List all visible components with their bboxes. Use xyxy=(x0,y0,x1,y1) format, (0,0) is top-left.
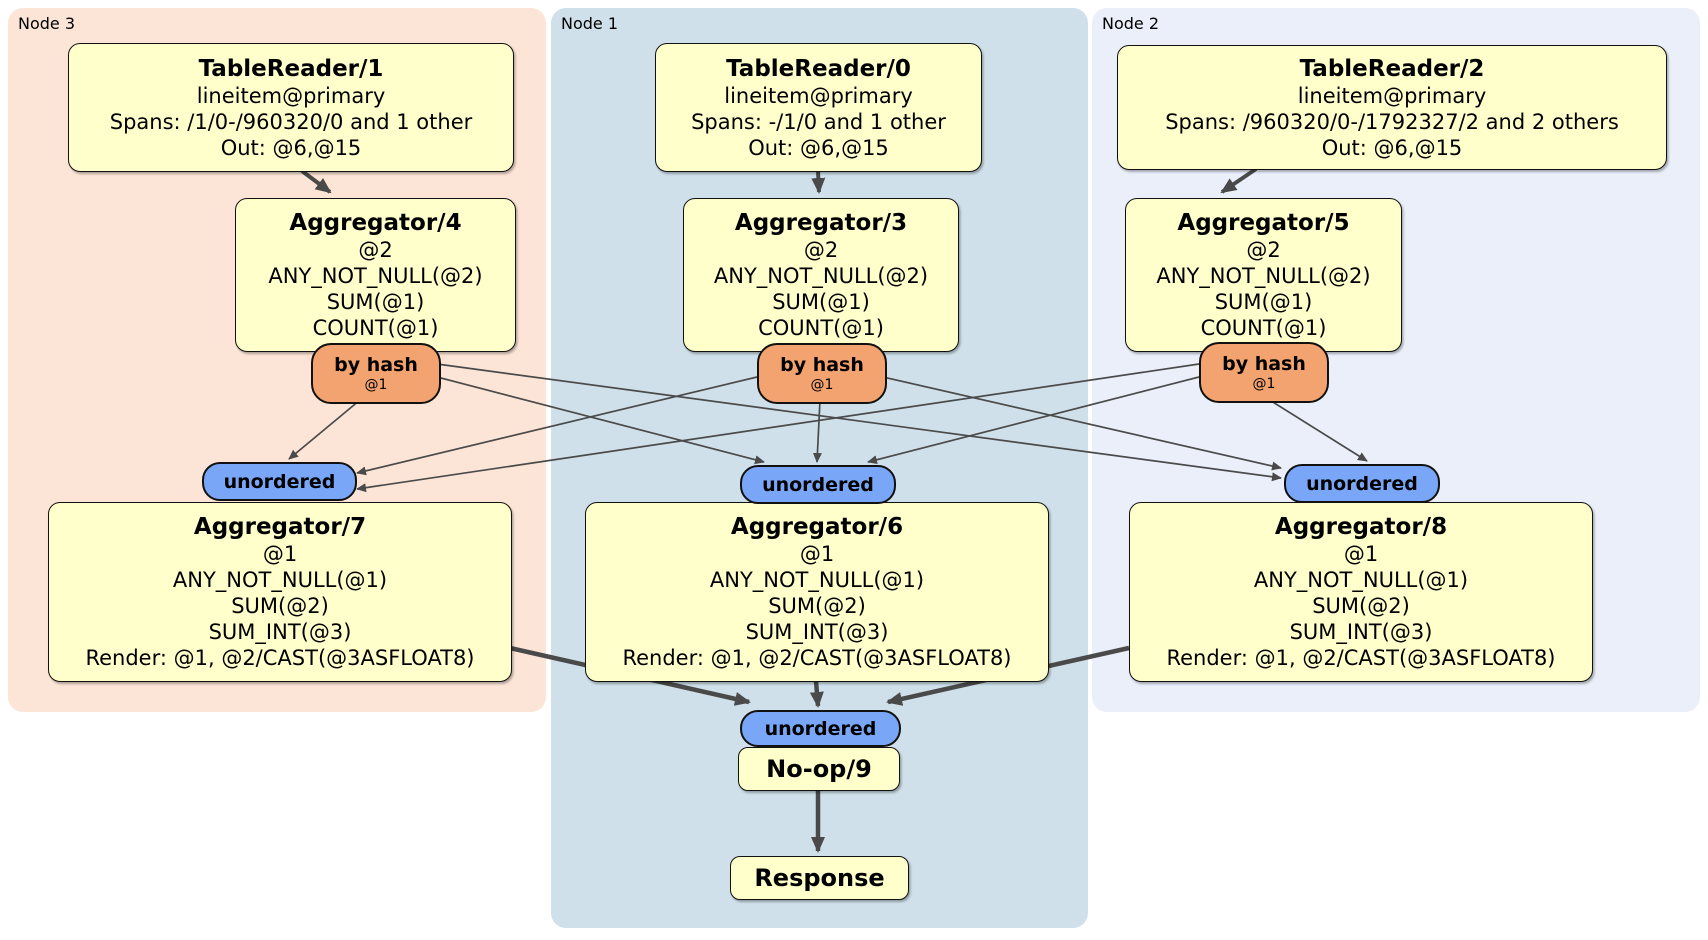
tablereader-0-table: lineitem@primary xyxy=(724,83,913,108)
node2-label: Node 2 xyxy=(1102,14,1160,33)
tablereader-1-table: lineitem@primary xyxy=(196,83,386,108)
hash-router-label: by hash xyxy=(334,353,418,376)
tablereader-2-title: TableReader/2 xyxy=(1299,55,1485,82)
aggregator-6-line: SUM_INT(@3) xyxy=(745,620,889,644)
aggregator-5-line: SUM(@1) xyxy=(1214,290,1313,314)
aggregator-7-line: Render: @1, @2/CAST(@3ASFLOAT8) xyxy=(85,646,475,670)
hash-router-label: by hash xyxy=(780,353,864,376)
tablereader-1-box: TableReader/1 lineitem@primary Spans: /1… xyxy=(68,43,514,172)
node3-label: Node 3 xyxy=(18,14,76,33)
tablereader-0-out: Out: @6,@15 xyxy=(748,135,889,160)
aggregator-3-title: Aggregator/3 xyxy=(734,210,908,236)
aggregator-3-line: ANY_NOT_NULL(@2) xyxy=(713,264,929,288)
aggregator-4-title: Aggregator/4 xyxy=(289,210,462,236)
hash-router-key: @1 xyxy=(364,376,388,393)
unordered-pill-final: unordered xyxy=(740,710,901,747)
tablereader-2-spans: Spans: /960320/0-/1792327/2 and 2 others xyxy=(1165,109,1619,134)
aggregator-3-line: @2 xyxy=(803,238,839,262)
aggregator-5-box: Aggregator/5 @2 ANY_NOT_NULL(@2) SUM(@1)… xyxy=(1125,198,1402,352)
tablereader-2-box: TableReader/2 lineitem@primary Spans: /9… xyxy=(1117,45,1667,170)
aggregator-6-box: Aggregator/6 @1 ANY_NOT_NULL(@1) SUM(@2)… xyxy=(585,502,1049,682)
tablereader-1-spans: Spans: /1/0-/960320/0 and 1 other xyxy=(109,109,473,134)
aggregator-5-line: ANY_NOT_NULL(@2) xyxy=(1156,264,1371,288)
response-title: Response xyxy=(754,864,885,892)
hash-router-5: by hash @1 xyxy=(1199,342,1329,403)
noop-9-box: No-op/9 xyxy=(738,747,900,791)
aggregator-6-line: ANY_NOT_NULL(@1) xyxy=(709,568,925,592)
hash-router-label: by hash xyxy=(1222,352,1306,375)
tablereader-2-out: Out: @6,@15 xyxy=(1321,135,1463,160)
aggregator-7-line: SUM(@2) xyxy=(231,594,329,618)
aggregator-3-line: SUM(@1) xyxy=(772,290,870,314)
hash-router-key: @1 xyxy=(810,376,834,393)
hash-router-3: by hash @1 xyxy=(757,343,887,404)
aggregator-8-title: Aggregator/8 xyxy=(1274,514,1448,540)
aggregator-8-line: ANY_NOT_NULL(@1) xyxy=(1253,568,1469,592)
tablereader-0-title: TableReader/0 xyxy=(726,55,911,82)
aggregator-6-line: SUM(@2) xyxy=(768,594,866,618)
aggregator-8-line: SUM_INT(@3) xyxy=(1289,620,1433,644)
hash-router-4: by hash @1 xyxy=(311,343,441,404)
aggregator-3-line: COUNT(@1) xyxy=(758,316,884,340)
aggregator-5-title: Aggregator/5 xyxy=(1177,210,1350,236)
reader-edges xyxy=(300,167,1258,194)
aggregator-4-line: COUNT(@1) xyxy=(312,316,439,340)
tablereader-0-spans: Spans: -/1/0 and 1 other xyxy=(691,109,946,134)
noop-9-title: No-op/9 xyxy=(766,755,872,783)
aggregator-7-line: @1 xyxy=(262,542,298,566)
aggregator-7-line: ANY_NOT_NULL(@1) xyxy=(172,568,388,592)
tablereader-0-box: TableReader/0 lineitem@primary Spans: -/… xyxy=(655,43,982,172)
tablereader-1-title: TableReader/1 xyxy=(198,55,384,82)
aggregator-8-line: SUM(@2) xyxy=(1312,594,1410,618)
aggregator-7-title: Aggregator/7 xyxy=(193,514,367,540)
aggregator-5-line: @2 xyxy=(1246,238,1281,262)
aggregator-8-line: Render: @1, @2/CAST(@3ASFLOAT8) xyxy=(1166,646,1556,670)
aggregator-8-box: Aggregator/8 @1 ANY_NOT_NULL(@1) SUM(@2)… xyxy=(1129,502,1593,682)
hash-router-key: @1 xyxy=(1252,375,1276,392)
aggregator-4-box: Aggregator/4 @2 ANY_NOT_NULL(@2) SUM(@1)… xyxy=(235,198,516,352)
unordered-pill-agg7: unordered xyxy=(202,462,357,501)
aggregator-4-line: ANY_NOT_NULL(@2) xyxy=(268,264,483,288)
aggregator-4-line: @2 xyxy=(358,238,393,262)
tablereader-1-out: Out: @6,@15 xyxy=(220,135,362,160)
aggregator-7-box: Aggregator/7 @1 ANY_NOT_NULL(@1) SUM(@2)… xyxy=(48,502,512,682)
unordered-pill-agg6: unordered xyxy=(740,465,896,504)
aggregator-4-line: SUM(@1) xyxy=(326,290,425,314)
aggregator-6-line: Render: @1, @2/CAST(@3ASFLOAT8) xyxy=(622,646,1012,670)
tablereader-2-table: lineitem@primary xyxy=(1297,83,1487,108)
aggregator-6-line: @1 xyxy=(799,542,835,566)
response-box: Response xyxy=(730,856,909,900)
node1-label: Node 1 xyxy=(561,14,619,33)
aggregator-6-title: Aggregator/6 xyxy=(730,514,904,540)
unordered-pill-agg8: unordered xyxy=(1284,464,1440,503)
aggregator-5-line: COUNT(@1) xyxy=(1200,316,1327,340)
aggregator-8-line: @1 xyxy=(1343,542,1379,566)
aggregator-3-box: Aggregator/3 @2 ANY_NOT_NULL(@2) SUM(@1)… xyxy=(683,198,959,352)
aggregator-7-line: SUM_INT(@3) xyxy=(208,620,352,644)
hash-fanout-edges xyxy=(288,363,1368,493)
